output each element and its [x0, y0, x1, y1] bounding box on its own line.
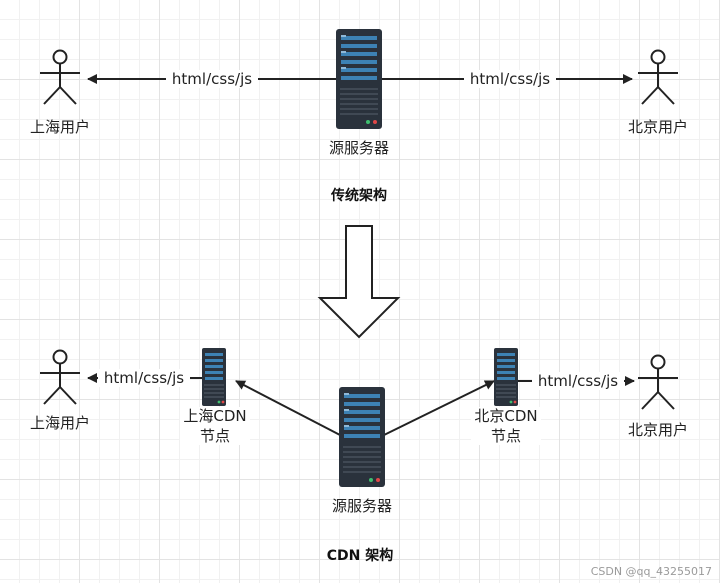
shanghai-cdn-label-line1: 上海CDN: [183, 407, 246, 425]
cdn-origin-server-label: 源服务器: [332, 497, 392, 515]
edge-label-bg: [98, 369, 190, 387]
shanghai-user-label: 上海用户: [30, 118, 90, 136]
origin-server-label: 源服务器: [329, 139, 389, 157]
beijing-user-label: 北京用户: [628, 118, 688, 136]
cdn-shanghai-user-icon: [39, 349, 81, 405]
beijing-cdn-node-icon: [494, 348, 518, 406]
cdn-beijing-user-icon: [637, 354, 679, 410]
traditional-title: 传统架构: [330, 187, 387, 204]
edge-origin-to-beijing-cdn: [383, 380, 495, 436]
cdn-shanghai-user-label: 上海用户: [30, 414, 90, 432]
edge-label-bg: [464, 70, 556, 88]
cdn-edge-label-left: html/css/js: [104, 369, 184, 387]
cdn-section: html/css/js html/css/js 上海CDN 节点 北京CDN 节…: [30, 348, 688, 564]
watermark: CSDN @qq_43255017: [591, 565, 712, 578]
down-arrow-icon: [317, 225, 401, 339]
beijing-user-icon: [637, 49, 679, 105]
edge-label-bg: [532, 372, 624, 390]
cdn-title: CDN 架构: [327, 547, 394, 564]
beijing-cdn-label-line1: 北京CDN: [474, 407, 537, 425]
label-bg: [471, 407, 541, 445]
edge-label-left: html/css/js: [172, 70, 252, 88]
cdn-origin-server-icon: [339, 387, 385, 487]
shanghai-cdn-node-icon: [202, 348, 226, 406]
label-bg: [180, 407, 250, 445]
edge-label-bg: [166, 70, 258, 88]
origin-server-icon: [336, 29, 382, 129]
shanghai-cdn-label-line2: 节点: [200, 427, 230, 445]
shanghai-user-icon: [39, 49, 81, 105]
cdn-edge-label-right: html/css/js: [538, 372, 618, 390]
traditional-section: html/css/js html/css/js 源服务器 上海用户 北京用户 传…: [30, 29, 688, 204]
cdn-beijing-user-label: 北京用户: [628, 421, 688, 439]
edge-origin-to-shanghai-cdn: [235, 380, 341, 436]
edge-label-right: html/css/js: [470, 70, 550, 88]
beijing-cdn-label-line2: 节点: [491, 427, 521, 445]
